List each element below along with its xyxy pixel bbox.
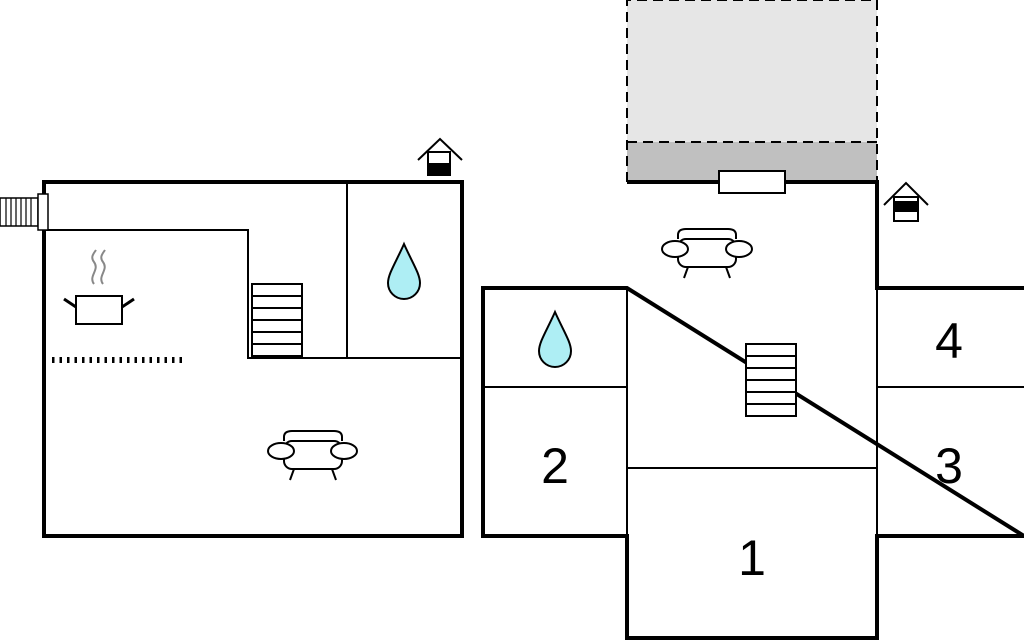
- water-drop-icon: [537, 309, 573, 368]
- staircase-icon: [251, 283, 303, 357]
- water-drop-icon: [386, 241, 422, 300]
- house-entrance-icon: [417, 137, 463, 176]
- window-icon: [718, 170, 786, 194]
- house-entrance-icon: [883, 181, 929, 222]
- room-number: 4: [935, 313, 963, 369]
- room-number: 2: [541, 438, 569, 494]
- ground-floor: [0, 137, 464, 538]
- cooking-pot-icon: [63, 249, 135, 325]
- staircase-icon: [745, 343, 797, 417]
- fireplace-icon: [0, 193, 49, 231]
- sofa-icon: [267, 430, 358, 481]
- terrace-open: [627, 0, 877, 142]
- room-number: 3: [935, 438, 963, 494]
- interior-wall: [44, 229, 462, 359]
- upper-floor: 1 2 3 4: [481, 0, 1024, 640]
- sofa-icon: [661, 228, 753, 279]
- terrace: [626, 0, 878, 182]
- room-number: 1: [738, 530, 766, 586]
